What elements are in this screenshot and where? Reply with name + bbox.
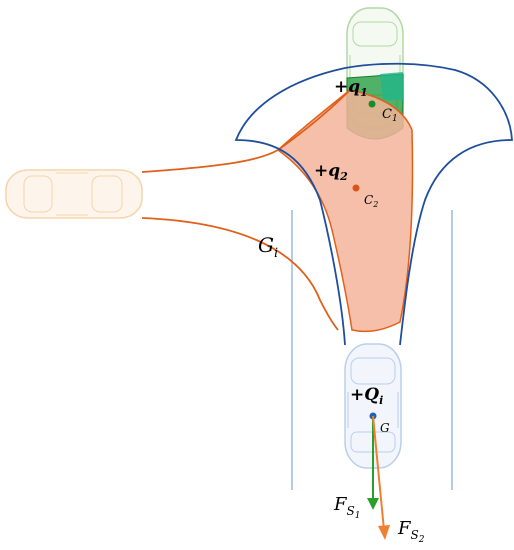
label-q1: +q1 [334,77,368,99]
label-fs1: FS1 [333,494,360,521]
c1-point [368,100,376,108]
orange-funnel-curve [141,89,351,173]
force-fs2-arrow [372,415,390,540]
label-c1: C1 [382,107,398,124]
label-fs2: FS2 [397,518,425,545]
car-left-icon [5,169,143,219]
orange-influence-region [276,89,414,333]
orange-funnel-curve-lower [141,217,339,331]
label-gi: Gi [258,233,278,261]
green-overlap-teal [380,72,403,100]
blue-funnel-region [234,62,513,346]
label-qi: +Qi [350,385,383,407]
force-fs1-arrow [367,416,379,510]
label-q2: +q2 [314,161,348,183]
c2-point [352,184,360,192]
label-g: G [380,421,390,435]
label-c2: C2 [364,193,378,209]
